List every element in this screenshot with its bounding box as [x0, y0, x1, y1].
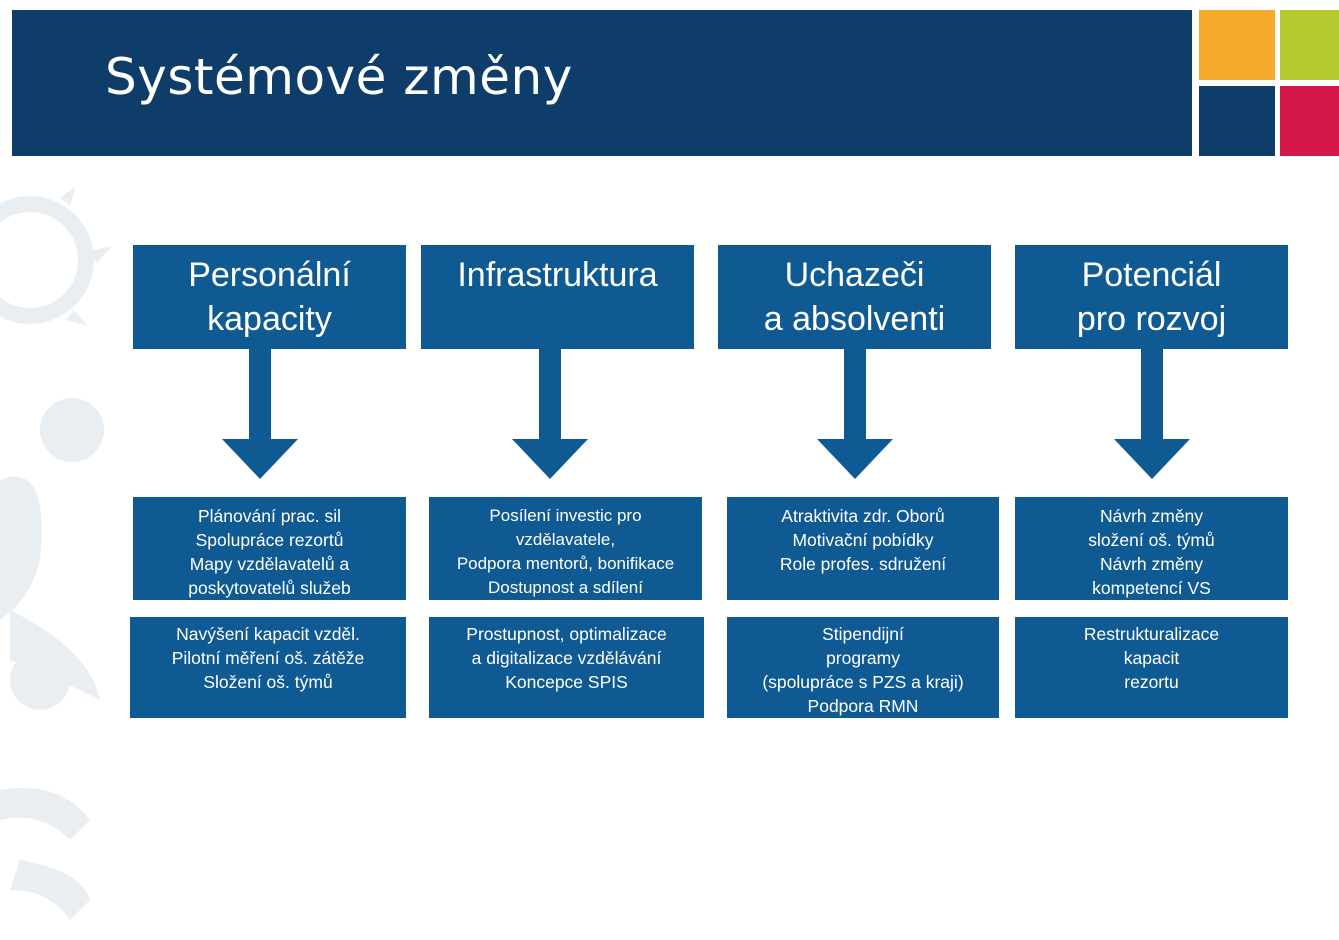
- heading-development-potential: Potenciál pro rozvoj: [1015, 245, 1288, 349]
- box-personal-capacity-bottom: Navýšení kapacit vzděl. Pilotní měření o…: [130, 617, 406, 718]
- heading-development-potential-text: Potenciál pro rozvoj: [1076, 256, 1227, 338]
- box-infrastructure-top: Posílení investic pro vzdělavatele, Podp…: [429, 497, 702, 600]
- navy-tile: [1199, 86, 1275, 156]
- slide-title: Systémové změny: [105, 48, 573, 106]
- down-arrow-icon: [222, 349, 298, 479]
- box-infrastructure-bottom: Prostupnost, optimalizace a digitalizace…: [429, 617, 704, 718]
- background-watermark: [0, 186, 112, 920]
- orange-tile: [1199, 10, 1275, 80]
- heading-infrastructure-text: Infrastruktura: [457, 256, 658, 294]
- heading-personal-capacity-text: Personální kapacity: [188, 256, 351, 338]
- heading-personal-capacity: Personální kapacity: [133, 245, 406, 349]
- title-bar: Systémové změny: [12, 10, 1192, 156]
- green-tile: [1280, 10, 1339, 80]
- heading-infrastructure: Infrastruktura: [421, 245, 694, 349]
- box-applicants-graduates-bottom: Stipendijní programy (spolupráce s PZS a…: [727, 617, 999, 718]
- box-applicants-graduates-top: Atraktivita zdr. Oborů Motivační pobídky…: [727, 497, 999, 600]
- heading-applicants-graduates: Uchazeči a absolventi: [718, 245, 991, 349]
- down-arrow-icon: [817, 349, 893, 479]
- red-tile: [1280, 86, 1339, 156]
- box-personal-capacity-top: Plánování prac. sil Spolupráce rezortů M…: [133, 497, 406, 600]
- heading-applicants-graduates-text: Uchazeči a absolventi: [763, 256, 946, 338]
- down-arrow-icon: [1114, 349, 1190, 479]
- box-development-potential-bottom: Restrukturalizace kapacit rezortu: [1015, 617, 1288, 718]
- box-development-potential-top: Návrh změny složení oš. týmů Návrh změny…: [1015, 497, 1288, 600]
- down-arrow-icon: [512, 349, 588, 479]
